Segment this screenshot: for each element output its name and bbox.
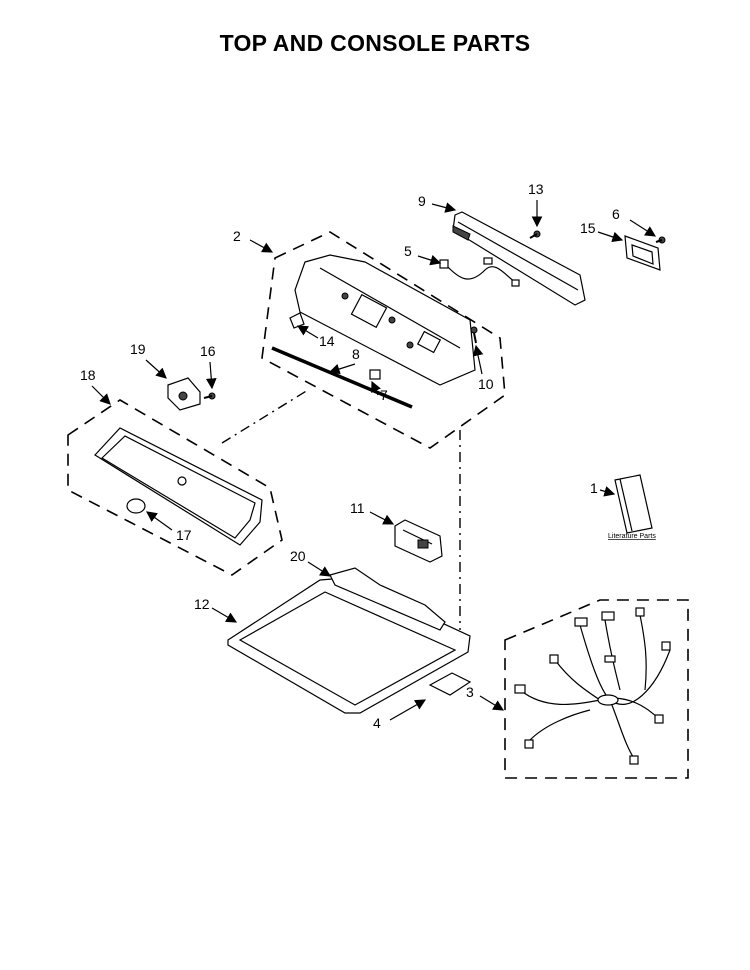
bracket-part-15[interactable] (624, 235, 661, 271)
callout-19: 19 (130, 341, 146, 357)
callout-13: 13 (528, 181, 544, 197)
harness-group-boundary (504, 599, 689, 779)
callout-2: 2 (233, 228, 241, 244)
literature-parts-part-1[interactable] (614, 474, 653, 534)
literature-parts-label: Literature Parts (608, 533, 656, 540)
screw-part-10[interactable] (470, 326, 478, 344)
callout-6: 6 (612, 206, 620, 222)
page-title: TOP AND CONSOLE PARTS (219, 30, 531, 56)
insulator-part-4[interactable] (428, 672, 472, 696)
lid-part-18[interactable] (94, 427, 263, 546)
screw-part-16[interactable] (203, 392, 216, 400)
alignment-line (221, 389, 309, 444)
control-module-part-11[interactable] (394, 519, 443, 563)
callout-9: 9 (418, 193, 426, 209)
screw-part-13[interactable] (529, 230, 541, 239)
console-group-boundary (261, 231, 506, 449)
callout-3: 3 (466, 684, 474, 700)
trim-strip-part-8[interactable] (271, 346, 413, 409)
lid-group-boundary (67, 399, 283, 576)
knob-part-17[interactable] (126, 498, 146, 514)
callout-5: 5 (404, 243, 412, 259)
callout-10: 10 (478, 376, 494, 392)
callout-18: 18 (80, 367, 96, 383)
console-trim-part-9[interactable] (452, 211, 586, 306)
callout-14: 14 (319, 333, 335, 349)
wire-harness-part-5[interactable] (439, 257, 520, 287)
screw-part-6[interactable] (655, 236, 666, 244)
callout-4: 4 (373, 715, 381, 731)
clip-part-7[interactable] (369, 369, 381, 380)
callout-16: 16 (200, 343, 216, 359)
callout-12: 12 (194, 596, 210, 612)
callout-17: 17 (176, 527, 192, 543)
callout-1: 1 (590, 480, 598, 496)
callout-15: 15 (580, 220, 596, 236)
top-panel-part-12[interactable] (227, 567, 471, 714)
callout-11: 11 (350, 500, 365, 516)
callout-20: 20 (290, 548, 306, 564)
clip-part-14[interactable] (289, 312, 305, 329)
main-wire-harness-part-3[interactable] (514, 607, 671, 765)
callout-8: 8 (352, 346, 360, 362)
callout-7: 7 (380, 387, 388, 403)
console-panel-part[interactable] (294, 254, 476, 386)
switch-part-19[interactable] (167, 377, 201, 411)
